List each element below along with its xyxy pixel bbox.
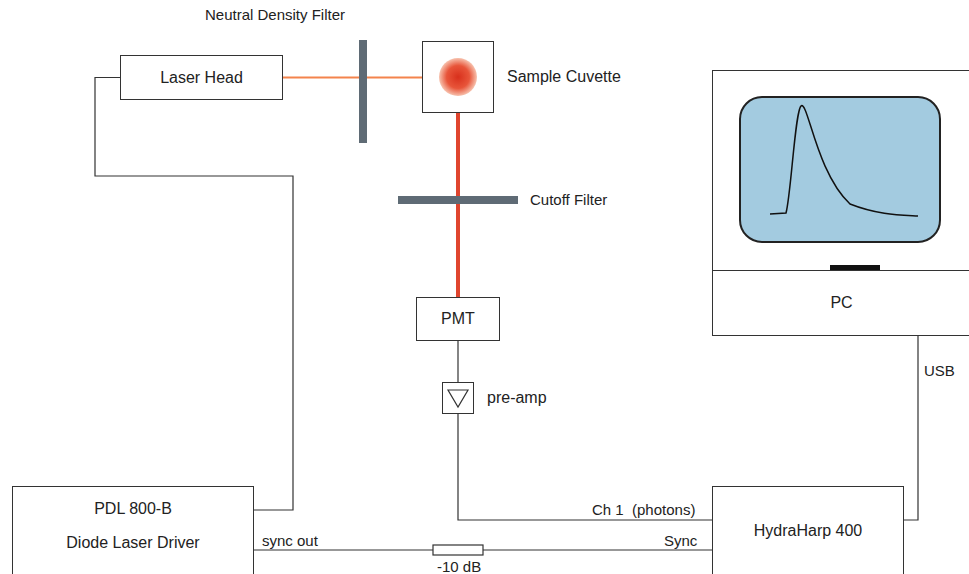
device-box: PMT <box>416 297 500 341</box>
box-label: Laser Head <box>160 68 243 88</box>
light-beam <box>283 77 422 79</box>
box-label: Sample Cuvette <box>507 68 621 86</box>
decay-curve <box>770 106 918 216</box>
attenuator <box>433 545 483 555</box>
device-box: HydraHarp 400 <box>712 486 904 574</box>
box-text: Laser Head <box>160 68 243 88</box>
cutoff-filter <box>398 196 518 204</box>
box-label: PC <box>830 293 852 313</box>
device-box: Sample Cuvette <box>422 41 494 113</box>
nd-filter <box>359 40 367 143</box>
device-box: Laser Head <box>120 55 283 100</box>
box-text: PMT <box>441 309 475 329</box>
device-box: PDL 800-B Diode Laser Driver <box>12 486 254 574</box>
part-label: Cutoff Filter <box>530 191 607 209</box>
amplifier-symbol <box>443 383 473 413</box>
edge-label: Ch 1 (photons) <box>592 501 695 519</box>
box-label: PMT <box>441 309 475 329</box>
edge-label: -10 dB <box>437 558 481 574</box>
box-label: PDL 800-B <box>94 499 172 519</box>
box-text: PDL 800-B Diode Laser Driver <box>66 499 199 553</box>
box-label: pre-amp <box>487 389 547 407</box>
box-label: HydraHarp 400 <box>754 521 863 541</box>
box-text: PC <box>830 293 852 313</box>
signal-wire <box>95 78 293 511</box>
light-beam <box>456 113 460 297</box>
part-label: sync out <box>262 532 318 550</box>
signal-wire <box>457 341 458 382</box>
box-text: HydraHarp 400 <box>754 521 863 541</box>
monitor-housing <box>713 71 969 271</box>
signal-wire <box>458 414 712 520</box>
part-label: Neutral Density Filter <box>205 6 345 24</box>
box-label: Diode Laser Driver <box>66 533 199 553</box>
device-box: pre-amp <box>442 382 474 414</box>
sample-glow <box>423 42 493 112</box>
edge-label: USB <box>924 362 955 380</box>
part-label: Sync <box>664 532 697 550</box>
monitor-screen <box>740 97 940 242</box>
signal-wire <box>904 336 918 520</box>
device-box: PC <box>712 270 969 336</box>
